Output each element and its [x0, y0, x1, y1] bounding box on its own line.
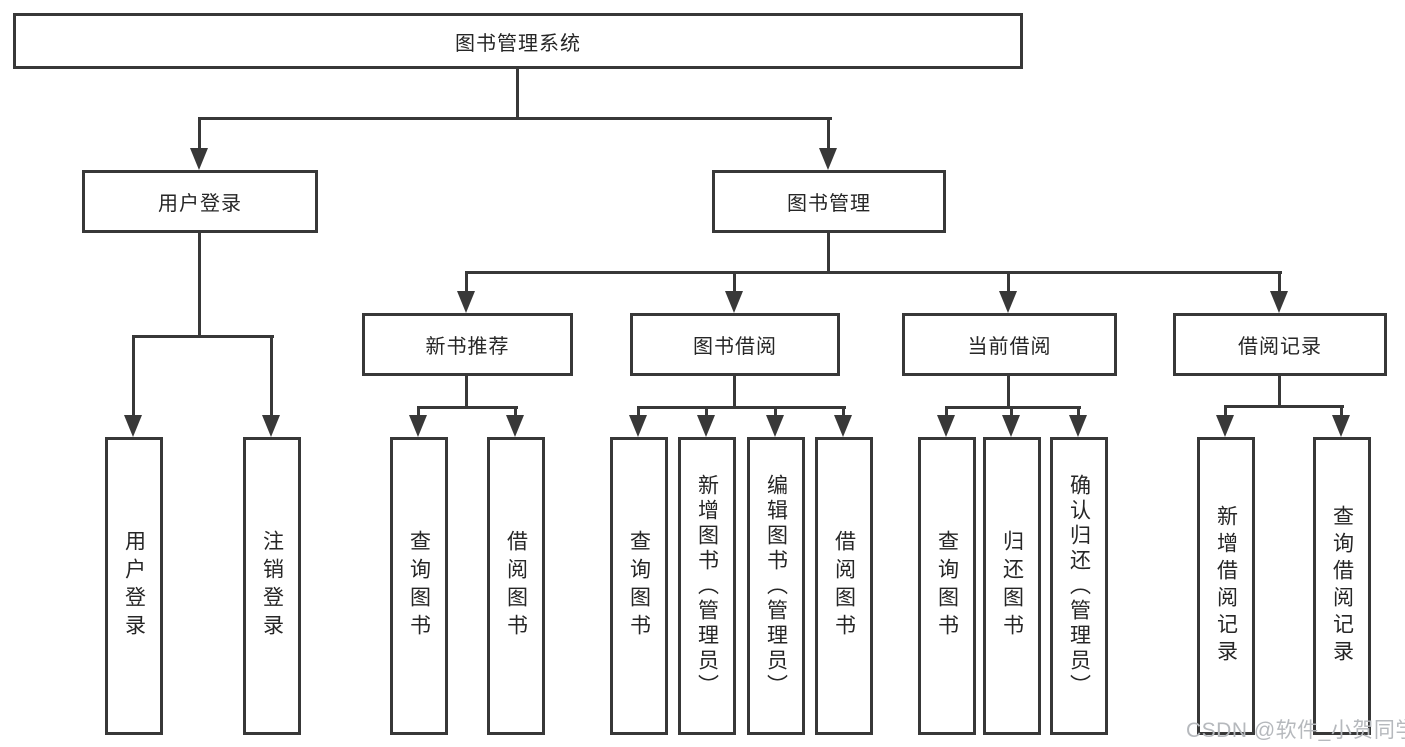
leaf-search-books-3: 查询图书: [918, 437, 976, 735]
node-current-borrowing-label: 当前借阅: [967, 336, 1052, 358]
leaf-logout: 注销登录: [243, 437, 301, 735]
node-book-management: 图书管理: [712, 170, 946, 233]
leaf-user-login-label: 用户登录: [122, 530, 146, 642]
leaf-search-books-1-label: 查询图书: [407, 530, 431, 642]
node-user-login: 用户登录: [82, 170, 318, 233]
leaf-confirm-return-admin-label: 确认归还（管理员）: [1067, 473, 1091, 699]
node-user-login-label: 用户登录: [158, 193, 242, 215]
connector-user-login-drop: [198, 233, 201, 337]
arrow-borrowing-records-leaf-2: [1332, 406, 1350, 437]
csdn-watermark: CSDN @软件_小贺同学: [1186, 719, 1405, 742]
leaf-borrow-books-2: 借阅图书: [815, 437, 873, 735]
arrow-new-book-leaf-2: [506, 407, 524, 437]
leaf-search-borrow-record-label: 查询借阅记录: [1330, 505, 1354, 667]
node-book-borrowing-label: 图书借阅: [693, 336, 777, 358]
leaf-borrow-books-2-label: 借阅图书: [832, 530, 856, 642]
leaf-search-books-3-label: 查询图书: [935, 530, 959, 642]
arrow-current-borrowing-leaf-2: [1002, 407, 1020, 437]
leaf-add-borrow-record: 新增借阅记录: [1197, 437, 1255, 735]
leaf-return-books-label: 归还图书: [1000, 530, 1024, 642]
connector-book-management-drop: [827, 233, 830, 274]
node-current-borrowing: 当前借阅: [902, 313, 1117, 376]
arrow-book-borrowing-leaf-3: [766, 407, 784, 437]
connector-book-borrowing-split: [637, 406, 846, 409]
arrow-borrowing-records-leaf-1: [1216, 406, 1234, 437]
node-borrowing-records: 借阅记录: [1173, 313, 1387, 376]
leaf-logout-label: 注销登录: [260, 530, 284, 642]
node-book-management-label: 图书管理: [787, 193, 871, 215]
arrow-new-book-leaf-1: [409, 407, 427, 437]
leaf-confirm-return-admin: 确认归还（管理员）: [1050, 437, 1108, 735]
node-new-book-recommend: 新书推荐: [362, 313, 573, 376]
node-root-label: 图书管理系统: [455, 32, 581, 55]
arrow-to-borrowing-records: [1270, 272, 1288, 313]
leaf-add-books-admin: 新增图书（管理员）: [678, 437, 736, 735]
leaf-borrow-books-1-label: 借阅图书: [504, 530, 528, 642]
node-new-book-recommend-label: 新书推荐: [425, 336, 510, 358]
arrow-current-borrowing-leaf-1: [937, 407, 955, 437]
leaf-add-borrow-record-label: 新增借阅记录: [1214, 505, 1238, 667]
leaf-add-books-admin-label: 新增图书（管理员）: [695, 473, 719, 699]
connector-root-split: [198, 117, 832, 120]
node-book-borrowing: 图书借阅: [630, 313, 840, 376]
connector-borrowing-records-drop: [1278, 376, 1281, 408]
arrow-to-user-login-leaf: [124, 336, 142, 437]
leaf-search-books-2: 查询图书: [610, 437, 668, 735]
arrow-to-logout-leaf: [262, 336, 280, 437]
connector-new-book-drop: [465, 376, 468, 409]
leaf-edit-books-admin: 编辑图书（管理员）: [747, 437, 805, 735]
arrow-book-borrowing-leaf-1: [629, 407, 647, 437]
arrow-book-borrowing-leaf-2: [697, 407, 715, 437]
arrow-to-new-book-recommend: [457, 272, 475, 313]
arrow-to-current-borrowing: [999, 272, 1017, 313]
connector-current-borrowing-split: [945, 406, 1081, 409]
connector-root-drop: [516, 69, 519, 119]
leaf-search-books-1: 查询图书: [390, 437, 448, 735]
leaf-user-login: 用户登录: [105, 437, 163, 735]
leaf-edit-books-admin-label: 编辑图书（管理员）: [764, 473, 788, 699]
arrow-book-borrowing-leaf-4: [834, 407, 852, 437]
leaf-borrow-books-1: 借阅图书: [487, 437, 545, 735]
leaf-search-books-2-label: 查询图书: [627, 530, 651, 642]
arrow-to-book-management: [819, 118, 837, 170]
connector-borrowing-records-split: [1224, 405, 1344, 408]
connector-book-management-split: [465, 271, 1282, 274]
connector-current-borrowing-drop: [1007, 376, 1010, 409]
node-root: 图书管理系统: [13, 13, 1023, 69]
leaf-search-borrow-record: 查询借阅记录: [1313, 437, 1371, 735]
arrow-current-borrowing-leaf-3: [1069, 407, 1087, 437]
arrow-to-book-borrowing: [725, 272, 743, 313]
connector-user-login-split: [132, 335, 274, 338]
node-borrowing-records-label: 借阅记录: [1238, 336, 1322, 358]
connector-book-borrowing-drop: [733, 376, 736, 409]
leaf-return-books: 归还图书: [983, 437, 1041, 735]
connector-new-book-split: [417, 406, 518, 409]
arrow-to-user-login: [190, 118, 208, 170]
